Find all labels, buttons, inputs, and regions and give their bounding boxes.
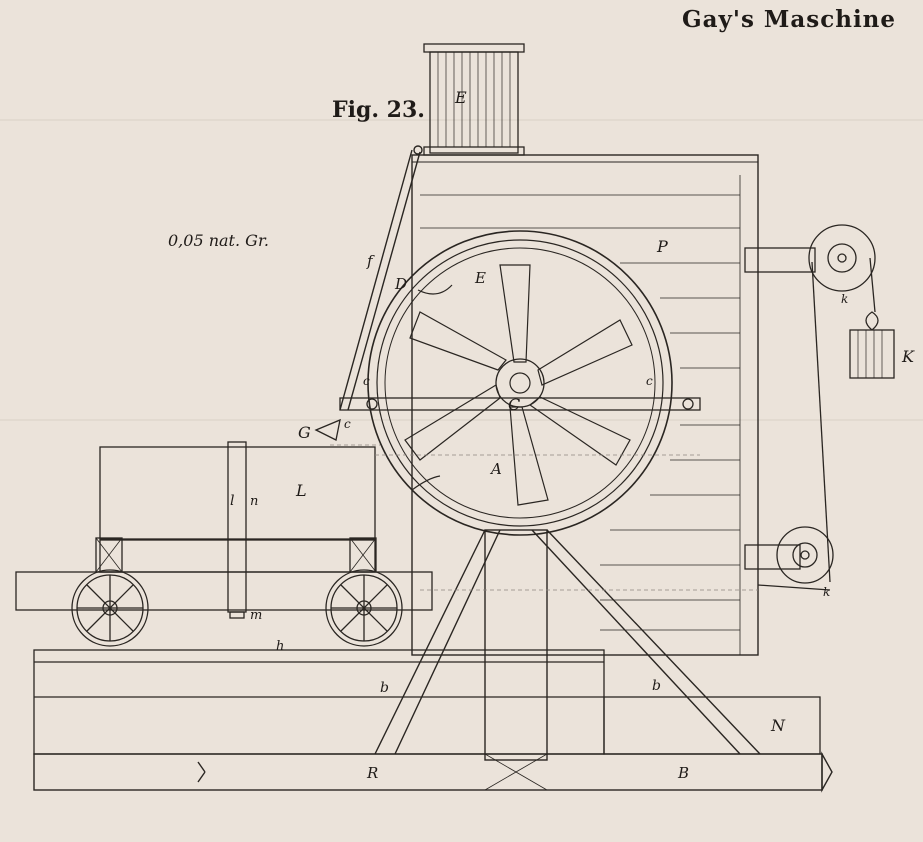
cart-wheel-right: [325, 569, 403, 647]
figure-number: Fig. 23.: [332, 97, 425, 123]
pulley-system: [744, 224, 895, 591]
label-P: P: [656, 237, 668, 256]
horizontal-arm: [314, 397, 701, 441]
label-c-top: c: [363, 374, 370, 388]
chute-rod: [339, 145, 423, 411]
top-cylinder: [423, 43, 525, 156]
label-A: A: [489, 460, 502, 478]
label-h: h: [276, 639, 284, 654]
page-title: Gay's Maschine: [682, 6, 897, 33]
scale-note: 0,05 nat. Gr.: [168, 231, 269, 250]
cart-wheel-left: [71, 569, 149, 647]
label-b-right: b: [652, 678, 661, 694]
cart: [15, 441, 433, 619]
paper-fold-lines: [0, 119, 923, 421]
base-beam: [33, 751, 833, 793]
label-l: l: [230, 493, 234, 509]
label-k-bottom: k: [823, 585, 830, 599]
label-R: R: [366, 764, 378, 782]
label-b-left: b: [380, 680, 389, 696]
label-k-top: k: [841, 292, 848, 306]
label-B: B: [677, 764, 689, 782]
label-G: G: [298, 423, 311, 442]
label-c-left: c: [344, 417, 351, 431]
label-E-top: E: [454, 88, 467, 107]
label-K: K: [901, 347, 915, 366]
label-N: N: [770, 716, 786, 735]
label-L: L: [295, 481, 307, 500]
label-n: n: [250, 494, 258, 509]
label-c-right: c: [646, 374, 653, 388]
lower-frame: [33, 649, 821, 755]
diagram-labels: E P D E f c c C c G A L l n m h b b k K …: [230, 88, 915, 782]
housing-box: [411, 154, 759, 656]
main-wheel: [367, 230, 673, 536]
label-C: C: [508, 395, 520, 414]
label-E-wheel: E: [474, 269, 486, 287]
label-f: f: [366, 252, 375, 270]
construction-lines: [330, 444, 758, 591]
label-m: m: [250, 608, 262, 623]
label-D: D: [394, 275, 407, 293]
wheel-stand: [374, 529, 761, 791]
